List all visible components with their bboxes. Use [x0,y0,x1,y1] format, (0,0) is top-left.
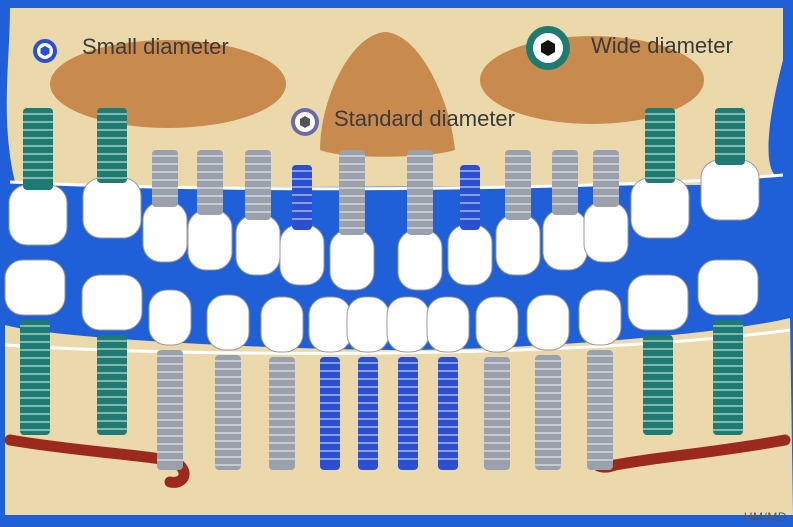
upper-standard-implant [407,150,433,235]
upper-tooth-crown [448,225,492,285]
upper-small-implant [292,165,312,230]
upper-tooth-crown [543,210,587,270]
upper-tooth-crown [496,215,540,275]
upper-tooth-crown [584,202,628,262]
lower-standard-implant [587,350,613,470]
standard-implant-hex-icon [291,108,319,136]
lower-tooth-crown [427,297,469,352]
standard-diameter-label: Standard diameter [334,108,515,130]
upper-standard-implant [197,150,223,215]
upper-tooth-crown [398,230,442,290]
upper-wide-implant [97,108,127,183]
lower-standard-implant [157,350,183,470]
lower-tooth-crown [309,297,351,352]
lower-small-implant [358,357,378,470]
lower-tooth-crown [698,260,758,315]
upper-standard-implant [339,150,365,235]
upper-standard-implant [245,150,271,220]
lower-tooth-crown [261,297,303,352]
upper-tooth-crown [330,230,374,290]
lower-tooth-crown [628,275,688,330]
small-diameter-label: Small diameter [82,36,229,58]
lower-tooth-crown [5,260,65,315]
lower-wide-implant [713,320,743,435]
lower-tooth-crown [579,290,621,345]
upper-small-implant [460,165,480,230]
upper-standard-implant [593,150,619,207]
upper-tooth-crown [631,178,689,238]
lower-standard-implant [484,357,510,470]
lower-tooth-crown [207,295,249,350]
lower-tooth-crown [82,275,142,330]
upper-standard-implant [505,150,531,220]
upper-wide-implant [23,108,53,190]
upper-wide-implant [645,108,675,183]
upper-tooth-crown [83,178,141,238]
small-implant-hex-icon [33,39,57,63]
lower-wide-implant [97,335,127,435]
lower-standard-implant [269,357,295,470]
credit-text: HM/MD [744,510,787,524]
upper-wide-implant [715,108,745,165]
lower-wide-implant [20,320,50,435]
lower-small-implant [320,357,340,470]
upper-tooth-crown [701,160,759,220]
lower-standard-implant [215,355,241,470]
lower-wide-implant [643,335,673,435]
upper-standard-implant [152,150,178,207]
upper-standard-implant [552,150,578,215]
upper-tooth-crown [236,215,280,275]
lower-tooth-crown [476,297,518,352]
lower-tooth-crown [527,295,569,350]
lower-small-implant [438,357,458,470]
wide-diameter-label: Wide diameter [591,35,733,57]
upper-tooth-crown [143,202,187,262]
lower-small-implant [398,357,418,470]
wide-implant-hex-icon [526,26,570,70]
upper-tooth-crown [280,225,324,285]
lower-standard-implant [535,355,561,470]
upper-tooth-crown [9,185,67,245]
upper-tooth-crown [188,210,232,270]
lower-tooth-crown [149,290,191,345]
lower-tooth-crown [347,297,389,352]
lower-tooth-crown [387,297,429,352]
